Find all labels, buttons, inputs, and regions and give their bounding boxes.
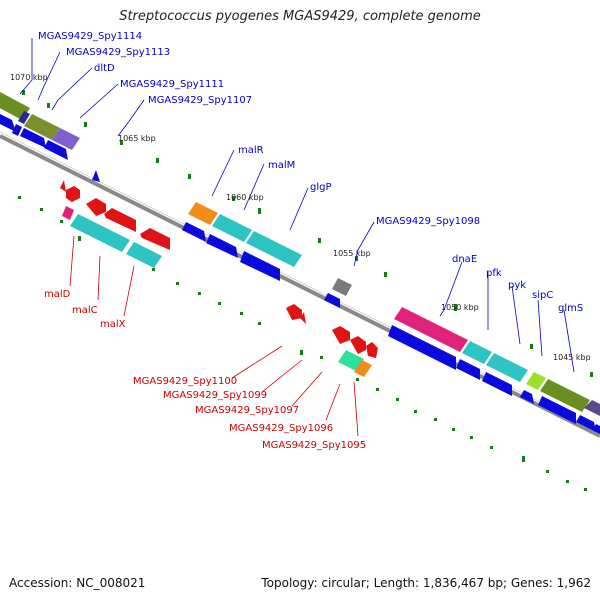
- reverse-cds-arrow: [300, 312, 306, 324]
- gene-label-dltd[interactable]: dltD: [94, 63, 115, 74]
- gene-label-spy1111[interactable]: MGAS9429_Spy1111: [120, 79, 224, 90]
- gene-label-malm[interactable]: malM: [268, 160, 295, 171]
- gene-label-spy1099[interactable]: MGAS9429_Spy1099: [163, 390, 267, 401]
- feature-block: [394, 307, 468, 352]
- forward-label-leaders: [19, 38, 575, 373]
- feature-block: [52, 128, 80, 150]
- feature-block: [332, 278, 352, 296]
- forward-cds-arrow: [520, 390, 534, 404]
- forward-cds-arrow: [44, 140, 68, 160]
- feature-block: [18, 111, 30, 124]
- reverse-cds-block: [126, 242, 162, 268]
- reverse-cds-arrow: [66, 186, 80, 202]
- gene-label-malx[interactable]: malX: [100, 319, 126, 330]
- feature-block: [0, 92, 30, 120]
- gene-label-malr[interactable]: malR: [238, 145, 264, 156]
- gene-label-spy1096[interactable]: MGAS9429_Spy1096: [229, 423, 333, 434]
- gene-label-spy1095[interactable]: MGAS9429_Spy1095: [262, 440, 366, 451]
- genome-summary-text: Topology: circular; Length: 1,836,467 bp…: [261, 576, 591, 590]
- tick-track-outer: [18, 196, 587, 491]
- ruler-label-1060: 1060 kbp: [226, 193, 264, 202]
- feature-block: [584, 400, 600, 416]
- forward-cds-arrow: [482, 372, 512, 396]
- reverse-cds-block: [354, 360, 372, 377]
- gene-label-pyk[interactable]: pyk: [508, 280, 526, 291]
- reverse-cds-arrow: [350, 336, 366, 354]
- forward-cds-track: [0, 114, 600, 434]
- reverse-cds-block: [338, 350, 364, 371]
- gene-label-spy1113[interactable]: MGAS9429_Spy1113: [66, 47, 170, 58]
- reverse-cds-arrow: [332, 326, 350, 344]
- feature-block: [212, 214, 252, 242]
- tick-track-inner: [22, 90, 593, 377]
- map-title: Streptococcus pyogenes MGAS9429, complet…: [119, 9, 481, 24]
- forward-cds-arrow: [456, 359, 480, 380]
- feature-block: [188, 202, 218, 225]
- ruler-label-1070: 1070 kbp: [10, 73, 48, 82]
- forward-cds-arrow: [0, 114, 16, 132]
- forward-cds-arrow: [388, 325, 456, 370]
- reverse-cds-block: [70, 214, 130, 252]
- feature-block: [526, 372, 546, 390]
- forward-cds-arrow: [92, 170, 100, 182]
- feature-block: [486, 353, 528, 382]
- ruler-label-1050: 1050 kbp: [441, 303, 479, 312]
- forward-cds-arrow: [592, 424, 600, 434]
- forward-cds-arrow: [324, 293, 340, 308]
- gene-label-sipc[interactable]: sipC: [532, 290, 553, 301]
- forward-cds-arrow: [12, 124, 22, 136]
- feature-block: [540, 379, 590, 412]
- reverse-cds-block: [62, 206, 74, 220]
- forward-cds-arrow: [538, 396, 576, 424]
- gene-label-spy1114[interactable]: MGAS9429_Spy1114: [38, 31, 142, 42]
- feature-block: [246, 231, 302, 267]
- reverse-cds-arrow: [140, 228, 170, 250]
- gene-label-pfk[interactable]: pfk: [486, 268, 502, 279]
- gene-label-glgp[interactable]: glgP: [310, 182, 332, 193]
- gene-label-spy1098[interactable]: MGAS9429_Spy1098: [376, 216, 480, 227]
- gene-label-glms[interactable]: glmS: [558, 303, 583, 314]
- forward-cds-arrow: [206, 234, 238, 258]
- ruler-label-1055: 1055 kbp: [333, 249, 371, 258]
- ruler-label-1065: 1065 kbp: [118, 134, 156, 143]
- gene-label-spy1100[interactable]: MGAS9429_Spy1100: [133, 376, 237, 387]
- gene-label-mald[interactable]: malD: [44, 289, 71, 300]
- reverse-cds-arrow: [86, 198, 106, 216]
- gene-label-spy1097[interactable]: MGAS9429_Spy1097: [195, 405, 299, 416]
- reverse-cds-arrow: [286, 304, 302, 320]
- forward-cds-arrow: [20, 128, 46, 148]
- forward-cds-arrow: [182, 222, 206, 242]
- feature-track-colored: [0, 92, 600, 416]
- reverse-cds-arrow: [366, 342, 378, 358]
- gene-label-malc[interactable]: malC: [72, 305, 98, 316]
- gene-label-spy1107[interactable]: MGAS9429_Spy1107: [148, 95, 252, 106]
- gene-label-dnae[interactable]: dnaE: [452, 254, 477, 265]
- accession-text: Accession: NC_008021: [9, 576, 146, 590]
- forward-cds-arrow: [576, 415, 596, 432]
- feature-block: [24, 114, 60, 140]
- reverse-label-leaders: [69, 235, 359, 437]
- forward-cds-arrow: [240, 251, 280, 281]
- reverse-cds-arrow: [60, 180, 66, 192]
- reverse-cds-arrow: [104, 208, 136, 232]
- feature-block: [462, 341, 492, 364]
- reverse-cds-track: [60, 180, 378, 377]
